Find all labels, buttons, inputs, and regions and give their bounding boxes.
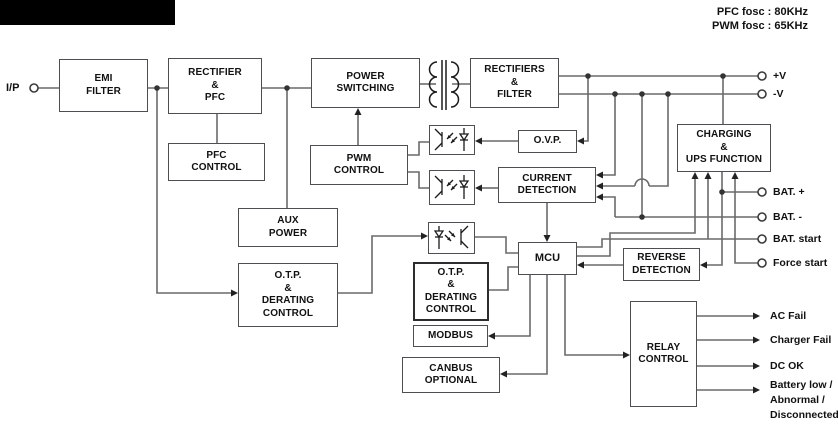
- terminal-label-bat-start: BAT. start: [773, 233, 822, 245]
- block-mcu: MCU: [518, 242, 577, 275]
- block-reverse-detection: REVERSE DETECTION: [623, 248, 700, 281]
- block-power-switching: POWER SWITCHING: [311, 58, 420, 108]
- block-aux-power: AUX POWER: [238, 208, 338, 247]
- arrowheads: [231, 108, 760, 394]
- block-current-detection: CURRENT DETECTION: [498, 167, 596, 203]
- logo-redacted: [0, 0, 175, 25]
- block-relay-control: RELAY CONTROL: [630, 301, 697, 407]
- transformer-icon: [428, 60, 460, 110]
- relay-signal-dc-ok: DC OK: [770, 360, 804, 372]
- terminal-circles: [29, 71, 767, 268]
- relay-signal-charger-fail: Charger Fail: [770, 334, 832, 346]
- optocoupler-1-icon: [429, 125, 475, 155]
- block-emi-filter: EMI FILTER: [59, 59, 148, 112]
- terminal-label-bat-minus: BAT. -: [773, 211, 802, 223]
- fosc-note: PFC fosc : 80KHz PWM fosc : 65KHz: [588, 5, 808, 33]
- terminal-label-v-minus: -V: [773, 88, 784, 100]
- pfc-fosc-note: PFC fosc : 80KHz: [716, 6, 808, 18]
- relay-signal-ac-fail: AC Fail: [770, 310, 807, 322]
- relay-signal-battery-low: Battery low / Abnormal / Disconnected: [770, 379, 838, 421]
- pwm-fosc-note: PWM fosc : 65KHz: [712, 20, 808, 32]
- block-otp-derating-left: O.T.P. & DERATING CONTROL: [238, 263, 338, 327]
- junction-dots: [154, 73, 726, 220]
- block-otp-derating-right: O.T.P. & DERATING CONTROL: [413, 262, 489, 321]
- optocoupler-3-icon: [428, 222, 475, 254]
- block-pfc-control: PFC CONTROL: [168, 143, 265, 181]
- terminal-label-bat-plus: BAT. +: [773, 186, 805, 198]
- optocoupler-2-icon: [429, 170, 475, 205]
- block-rectifier-pfc: RECTIFIER & PFC: [168, 58, 262, 114]
- terminal-label-force-start: Force start: [773, 257, 828, 269]
- block-pwm-control: PWM CONTROL: [310, 145, 408, 185]
- input-terminal-label: I/P: [6, 82, 20, 94]
- block-ovp: O.V.P.: [518, 130, 577, 153]
- terminal-label-v-plus: +V: [773, 70, 787, 82]
- block-charging-ups: CHARGING & UPS FUNCTION: [677, 124, 771, 172]
- block-rectifiers-filter: RECTIFIERS & FILTER: [470, 58, 559, 108]
- block-modbus: MODBUS: [413, 325, 488, 347]
- block-canbus: CANBUS OPTIONAL: [402, 357, 500, 393]
